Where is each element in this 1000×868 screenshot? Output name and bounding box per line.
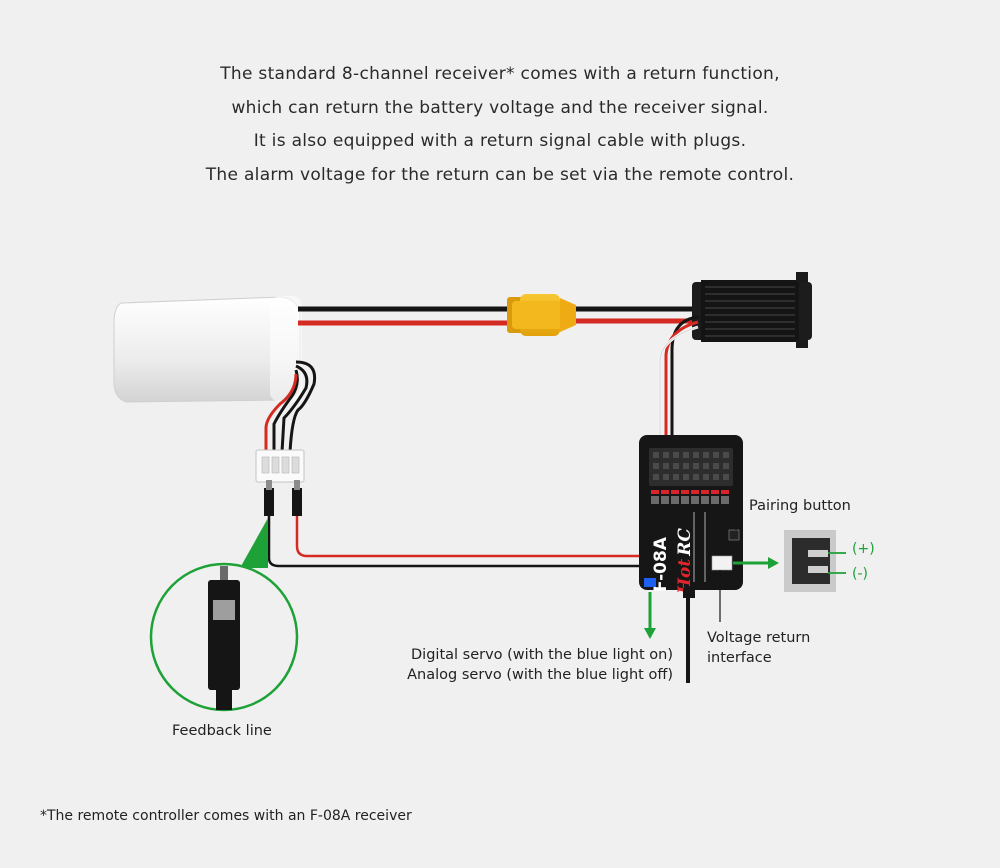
balance-lead [264,360,317,453]
xt60-connector [507,294,576,336]
logo-rc: RC [675,528,695,557]
esc-signal-lead [658,315,699,440]
minus-terminal-label: (-) [852,566,868,582]
footnote: *The remote controller comes with an F-0… [40,808,412,824]
channel-red-markers [651,490,729,494]
pairing-button-label: Pairing button [749,498,851,514]
plus-terminal-label: (+) [852,541,875,557]
channel-pin-header [649,448,733,486]
intro-line-3: It is also equipped with a return signal… [253,131,747,151]
intro-text: The standard 8-channel receiver* comes w… [0,58,1000,192]
balance-connector [255,449,305,483]
lipo-battery [113,296,302,403]
main-power-wires [298,306,700,326]
return-plug [784,530,846,592]
green-arrows [644,557,779,639]
intro-line-1: The standard 8-channel receiver* comes w… [220,64,780,84]
voltage-return-label-1: Voltage return [707,630,811,646]
voltage-return-port [711,555,733,571]
intro-line-4: The alarm voltage for the return can be … [205,164,795,185]
svg-text:HotRC: HotRC [675,528,695,595]
esc-module [692,272,812,348]
feedback-wires [267,516,718,568]
receiver-f08a: F-08A HotRC [639,435,743,595]
blue-indicator-light [644,578,656,587]
intro-line-2: which can return the battery voltage and… [231,97,769,118]
logo-hot: Hot [675,559,695,595]
pairing-button-shape [728,529,740,541]
feedback-probe-pins [264,480,302,516]
voltage-return-label-2: interface [707,650,772,666]
analog-servo-label: Analog servo (with the blue light off) [407,667,673,683]
digital-servo-label: Digital servo (with the blue light on) [411,647,673,663]
feedback-line-zoom [149,518,299,712]
receiver-antenna [683,588,695,683]
hotrc-logo: HotRC [675,528,695,595]
feedback-line-label: Feedback line [172,723,272,739]
